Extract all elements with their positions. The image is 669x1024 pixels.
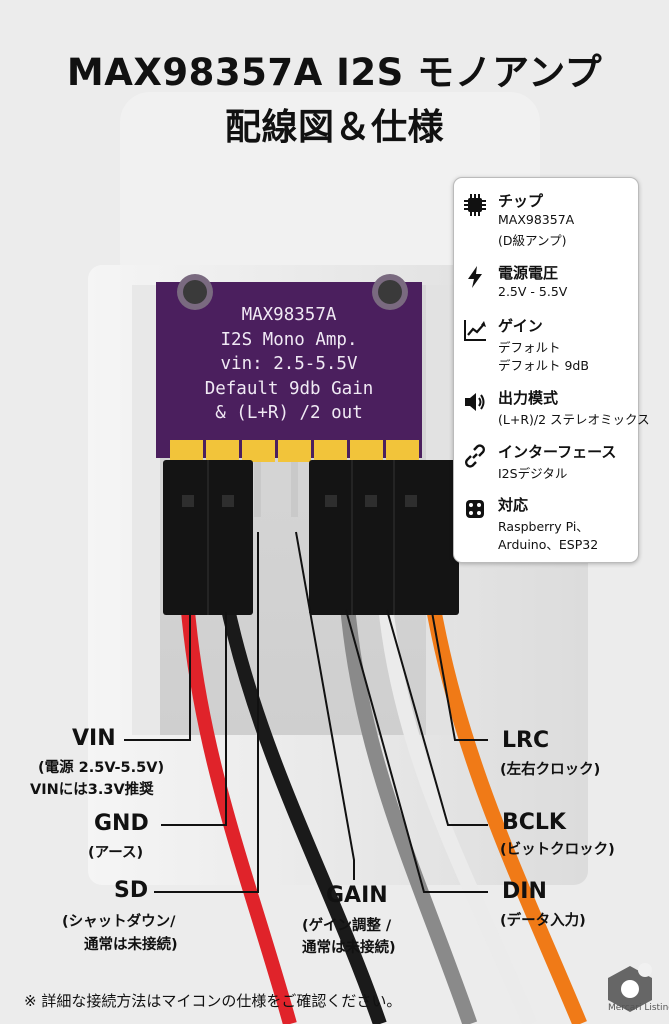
enclosure-top [120, 92, 540, 292]
amp-board [156, 282, 422, 458]
link-icon [465, 444, 485, 468]
board-line-3: vin: 2.5-5.5V [220, 354, 358, 374]
board-line-1: MAX98357A [241, 305, 337, 325]
board-line-5: & (L+R) /2 out [215, 403, 363, 423]
chart-line-icon [464, 320, 486, 341]
pin-desc-sd: (シャットダウン/ [62, 914, 176, 930]
pin-label-sd: SD [114, 878, 149, 903]
pin-desc-bclk: (ビットクロック) [500, 842, 615, 858]
spec-title: 電源電圧 [498, 264, 559, 282]
pin-note-vin: VINには3.3V推奨 [30, 782, 154, 798]
spec-title: ゲイン [498, 317, 543, 335]
pin-label-vin: VIN [72, 726, 116, 751]
page-title: MAX98357A I2S モノアンプ [66, 51, 603, 94]
spec-value: MAX98357A [498, 212, 575, 227]
pin-label-gain: GAIN [326, 883, 388, 908]
spec-value: Raspberry Pi、 [498, 519, 589, 534]
dupont-connectors [163, 460, 459, 615]
pin-label-lrc: LRC [502, 728, 550, 753]
pin-note-sd: 通常は未接続) [84, 937, 178, 953]
spec-value: Arduino、ESP32 [498, 537, 599, 552]
pin-label-din: DIN [502, 879, 547, 904]
pin-label-gnd: GND [94, 811, 149, 836]
spec-value: (D級アンプ) [498, 233, 567, 248]
spec-value: 2.5V - 5.5V [498, 284, 568, 299]
spec-value: デフォルト [498, 340, 561, 355]
lightning-icon [468, 266, 482, 288]
board-silkscreen: MAX98357A I2S Mono Amp. vin: 2.5-5.5V De… [160, 303, 418, 426]
spec-value: (L+R)/2 ステレオミックス [498, 412, 650, 427]
pin-label-bclk: BCLK [502, 810, 566, 835]
spec-value: デフォルト 9dB [498, 358, 589, 373]
board-line-4: Default 9db Gain [204, 378, 374, 399]
page-subtitle: 配線図＆仕様 [224, 107, 444, 148]
chip-icon [464, 194, 486, 216]
pin-desc-din: (データ入力) [500, 913, 586, 929]
watermark-logo [608, 963, 652, 1012]
spec-title: インターフェース [498, 443, 617, 461]
board-line-2: I2S Mono Amp. [220, 329, 358, 350]
pin-desc-lrc: (左右クロック) [500, 762, 601, 778]
spec-value: I2Sデジタル [498, 466, 568, 481]
leader-lines [124, 531, 488, 893]
speaker-icon [465, 393, 485, 411]
pin-note-gain: 通常は未接続) [302, 940, 396, 956]
pin-desc-gnd: (アース) [88, 845, 144, 861]
watermark-text: Mercari Listing [608, 1003, 669, 1013]
footnote: ※ 詳細な接続方法はマイコンの仕様をご確認ください。 [24, 992, 402, 1010]
spec-title: 出力模式 [498, 389, 559, 407]
board-icon [466, 500, 484, 518]
spec-title: チップ [498, 192, 544, 210]
specs-panel: チップ MAX98357A (D級アンプ) 電源電圧 2.5V - 5.5V ゲ… [453, 177, 650, 563]
pin-desc-vin: (電源 2.5V-5.5V) [38, 760, 165, 776]
spec-title: 対応 [498, 496, 529, 514]
pin-desc-gain: (ゲイン調整 / [302, 918, 392, 934]
pin-header [170, 440, 419, 462]
